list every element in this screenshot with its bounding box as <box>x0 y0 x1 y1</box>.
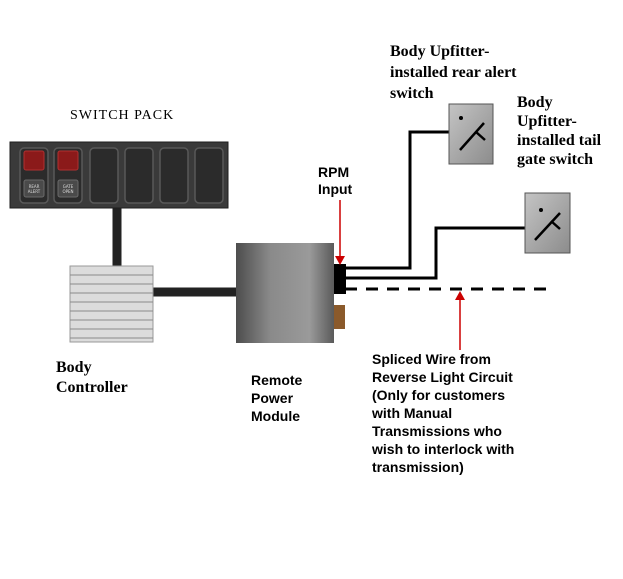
rear-alert-line2: installed rear alert <box>390 64 517 81</box>
remote-power-module-line1: Remote <box>251 372 303 388</box>
remote-power-module-line2: Power <box>251 390 294 406</box>
spliced-wire-line2: Reverse Light Circuit <box>372 369 513 385</box>
remote-power-module <box>236 243 346 343</box>
spliced-wire-line5: Transmissions who <box>372 423 502 439</box>
switch-pack-title: SWITCH PACK <box>70 108 175 123</box>
tail-gate-line2: Upfitter- <box>517 113 577 130</box>
tail-gate-line3: installed tail <box>517 132 602 149</box>
switch-pack-panel <box>9 141 229 209</box>
rear-alert-line3: switch <box>390 85 434 99</box>
rpm-input-line1: RPM <box>318 164 350 180</box>
body-controller-line2: Controller <box>56 379 128 396</box>
connector-tab <box>334 305 345 329</box>
spliced-wire-arrow <box>455 291 465 350</box>
remote-power-module-label: Remote Power Module <box>251 371 302 425</box>
spliced-wire-line1: Spliced Wire from <box>372 351 491 367</box>
rpm-input-line2: Input <box>318 181 353 197</box>
spliced-wire-line4: with Manual <box>372 405 453 421</box>
body-controller-line1: Body <box>56 359 92 376</box>
blank-switch-slot <box>194 147 224 204</box>
spliced-wire-label: Spliced Wire from Reverse Light Circuit … <box>372 350 514 476</box>
rpm-connector <box>334 264 346 294</box>
spliced-wire-line6: wish to interlock with <box>372 441 515 457</box>
blank-switch-slot <box>124 147 154 204</box>
tail-gate-switch-label: Body Upfitter- installed tail gate switc… <box>517 93 601 169</box>
switch-rear-alert-label: REAR ALERT <box>27 184 41 194</box>
blank-switch-slot <box>159 147 189 204</box>
indicator-light-icon <box>57 150 79 171</box>
tail-gate-line4: gate switch <box>517 151 593 168</box>
spliced-wire-line7: transmission) <box>372 459 464 475</box>
wire-tail-gate <box>345 226 525 280</box>
rpm-input-arrow <box>335 200 345 265</box>
indicator-light-icon <box>23 150 45 171</box>
remote-power-module-line3: Module <box>251 408 300 424</box>
tail-gate-line1: Body <box>517 94 553 111</box>
rear-alert-line1: Body Upfitter- <box>390 43 490 60</box>
wire-rear-alert <box>345 130 449 270</box>
tail-gate-switch <box>524 192 571 254</box>
body-controller-block <box>69 265 154 343</box>
rpm-input-label: RPM Input <box>318 164 352 198</box>
rear-alert-switch-label: Body Upfitter- installed rear alert swit… <box>390 41 517 99</box>
spliced-wire-line3: (Only for customers <box>372 387 506 403</box>
wires <box>112 130 555 297</box>
switch-gate-open-label: GATE OPEN <box>62 184 74 194</box>
body-controller-label: Body Controller <box>56 358 128 398</box>
rear-alert-switch <box>448 103 494 165</box>
blank-switch-slot <box>89 147 119 204</box>
